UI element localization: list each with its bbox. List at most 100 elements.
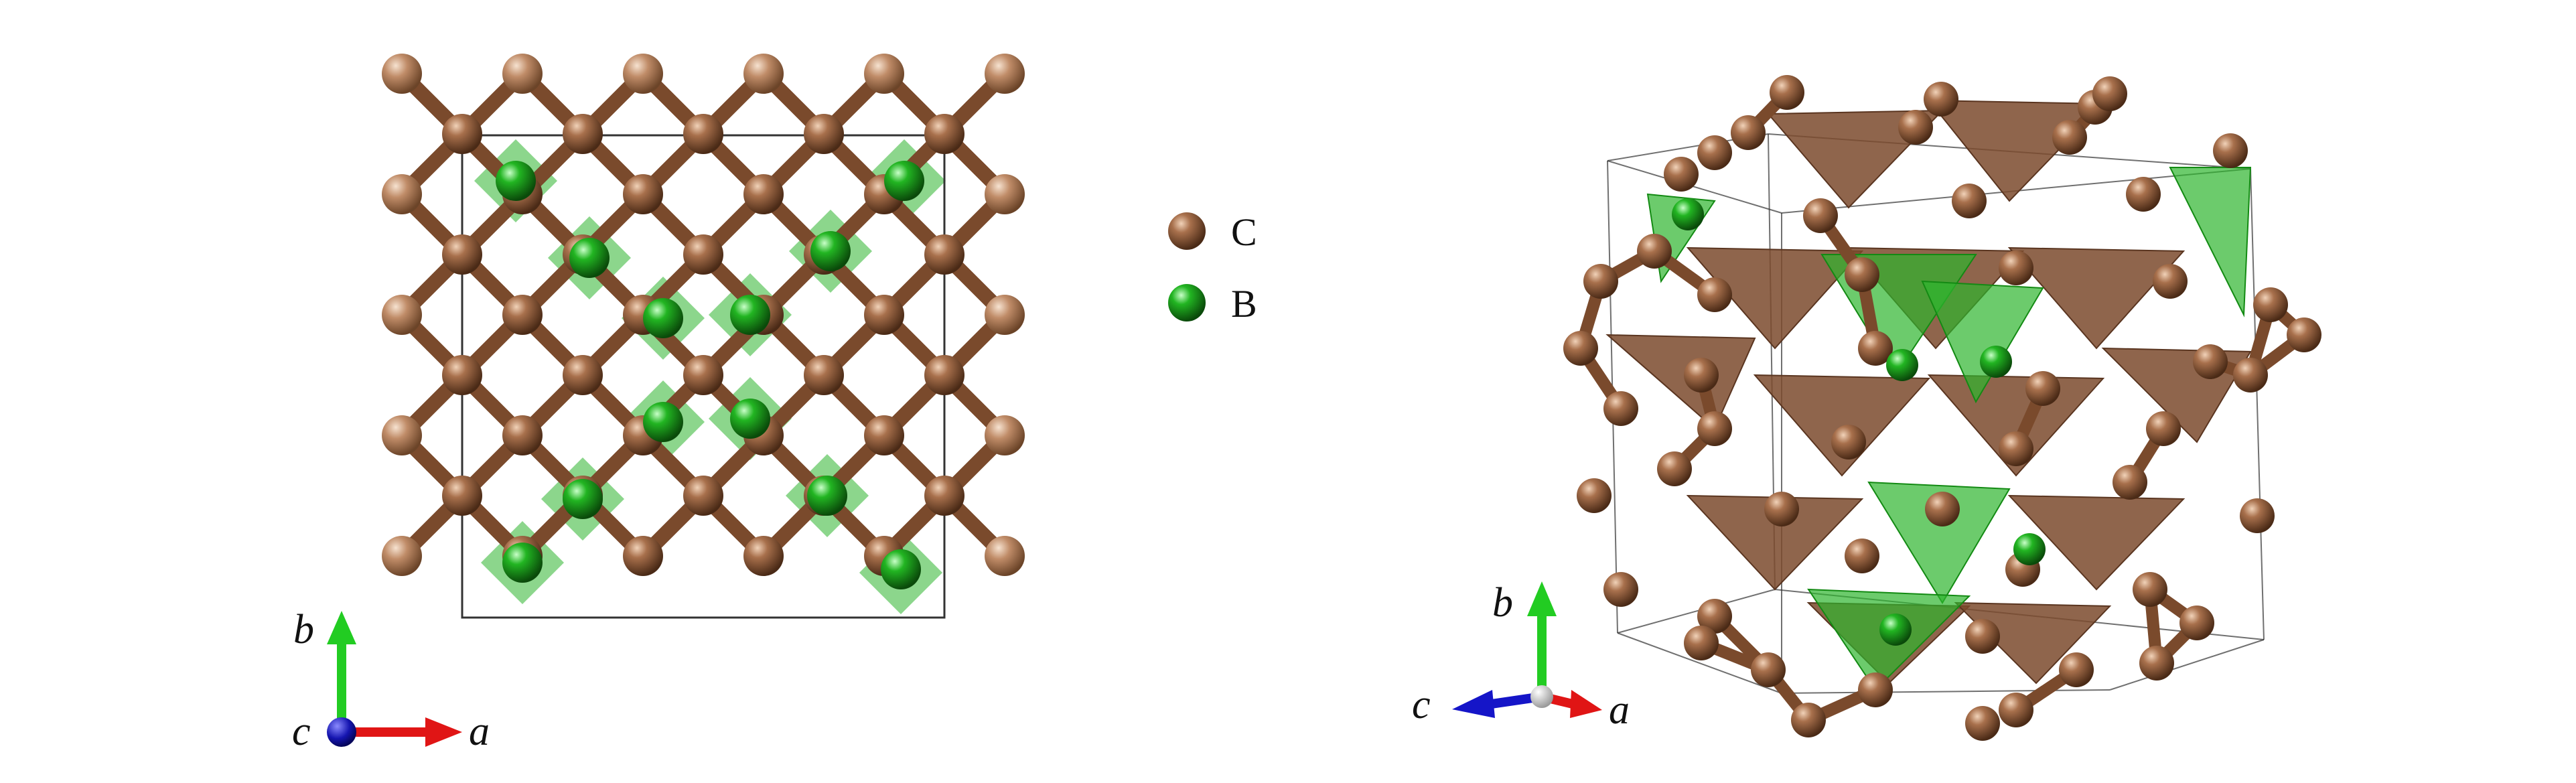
- carbon-atom: [1657, 451, 1692, 486]
- carbon-atom: [1603, 572, 1638, 607]
- carbon-atom: [2139, 646, 2174, 681]
- boron-atom: [881, 549, 921, 589]
- axis-triad-right: b c a: [1412, 580, 1630, 733]
- carbon-atom: [1563, 331, 1598, 366]
- legend-label-carbon: C: [1231, 210, 1257, 254]
- carbon-atom: [2153, 264, 2188, 299]
- boron-atom: [1886, 349, 1918, 381]
- origin-dot: [1530, 685, 1553, 708]
- carbon-atom: [985, 415, 1025, 455]
- carbon-atom: [563, 114, 603, 154]
- carbon-atom: [924, 476, 964, 516]
- carbon-atom: [985, 54, 1025, 94]
- legend-item-boron: B: [1168, 282, 1257, 326]
- b-axis-arrowhead: [327, 611, 356, 644]
- carbon-tetrahedron: [2007, 494, 2186, 591]
- carbon-atom: [864, 415, 904, 455]
- carbon-atom: [1924, 82, 1958, 117]
- carbon-atom: [985, 536, 1025, 576]
- carbon-atom: [1952, 184, 1987, 218]
- cell-edge: [2109, 639, 2265, 691]
- carbon-atom: [804, 114, 844, 154]
- atoms: [382, 54, 1025, 589]
- cell-edge: [1617, 589, 1776, 634]
- cell-edge: [2250, 168, 2265, 640]
- axis-triad-left: b a c: [292, 607, 490, 754]
- projection-view-panel: [382, 54, 1025, 619]
- boron-atom: [1672, 198, 1704, 230]
- cell-edge: [1617, 632, 1782, 694]
- carbon-atom: [743, 174, 784, 214]
- carbon-atom: [442, 476, 482, 516]
- carbon-atom: [2052, 120, 2087, 155]
- c-axis-arrowhead: [1452, 690, 1495, 718]
- carbon-atom: [804, 355, 844, 395]
- carbon-atom: [864, 54, 904, 94]
- carbon-atom: [1731, 115, 1766, 150]
- carbon-atom: [1770, 75, 1804, 110]
- carbon-atom: [502, 54, 543, 94]
- axis-label-a: a: [1609, 687, 1630, 733]
- carbon-atom: [864, 295, 904, 335]
- carbon-atom: [1577, 478, 1612, 513]
- carbon-atom: [382, 54, 422, 94]
- boron-tetrahedron: [1867, 481, 2011, 604]
- boron-atom: [1879, 614, 1912, 646]
- carbon-atom: [1999, 693, 2033, 727]
- carbon-atom: [743, 536, 784, 576]
- carbon-atom: [1684, 626, 1719, 660]
- b-axis-arrowhead: [1527, 581, 1557, 616]
- axis-label-c: c: [292, 709, 311, 754]
- carbon-atom: [1791, 703, 1826, 737]
- carbon-atom: [1925, 492, 1960, 526]
- carbon-atom: [1831, 425, 1866, 459]
- carbon-atom: [1898, 110, 1933, 145]
- boron-swatch: [1168, 284, 1206, 322]
- carbon-atom: [1999, 431, 2033, 466]
- boron-atom: [569, 238, 610, 278]
- carbon-atom: [502, 415, 543, 455]
- carbon-atom: [382, 415, 422, 455]
- boron-tetrahedron: [2169, 167, 2252, 317]
- carbon-atom: [1697, 411, 1732, 446]
- carbon-atom: [743, 54, 784, 94]
- perspective-view-panel: [1563, 75, 2321, 741]
- cell-edge: [1607, 160, 1782, 214]
- carbon-atom: [382, 174, 422, 214]
- carbon-atom: [382, 536, 422, 576]
- carbon-atom: [1999, 251, 2033, 285]
- carbon-atom: [985, 174, 1025, 214]
- atoms-3d: [1563, 75, 2321, 741]
- carbon-atom: [623, 54, 663, 94]
- carbon-atom: [924, 234, 964, 275]
- legend: C B: [1168, 210, 1257, 326]
- a-axis-arrowhead: [425, 717, 462, 747]
- carbon-tetrahedron: [1766, 109, 1944, 209]
- carbon-swatch: [1168, 212, 1206, 250]
- carbon-atom: [442, 234, 482, 275]
- carbon-atom: [1751, 652, 1786, 687]
- carbon-tetrahedron: [1927, 374, 2105, 477]
- carbon-atom: [2133, 572, 2167, 607]
- carbon-atom: [1697, 277, 1732, 312]
- carbon-atom: [1845, 257, 1879, 292]
- carbon-atom: [1803, 198, 1838, 233]
- carbon-atom: [683, 234, 723, 275]
- axis-label-b: b: [293, 607, 314, 652]
- carbon-atom: [1858, 331, 1893, 366]
- carbon-tetrahedron: [1753, 374, 1931, 477]
- carbon-tetrahedron: [2007, 246, 2186, 350]
- boron-atom: [643, 402, 683, 442]
- carbon-atom: [2059, 652, 2094, 687]
- axis-label-b: b: [1492, 580, 1513, 626]
- carbon-atom: [924, 355, 964, 395]
- carbon-atom: [2240, 498, 2275, 533]
- boron-atom: [807, 476, 847, 516]
- c-axis-dot: [327, 717, 356, 747]
- carbon-atom: [1697, 599, 1732, 634]
- boron-tetrahedron: [1921, 280, 2044, 404]
- carbon-atom: [1845, 539, 1879, 573]
- carbon-atom: [683, 114, 723, 154]
- carbon-atom: [623, 536, 663, 576]
- carbon-atom: [2213, 133, 2248, 168]
